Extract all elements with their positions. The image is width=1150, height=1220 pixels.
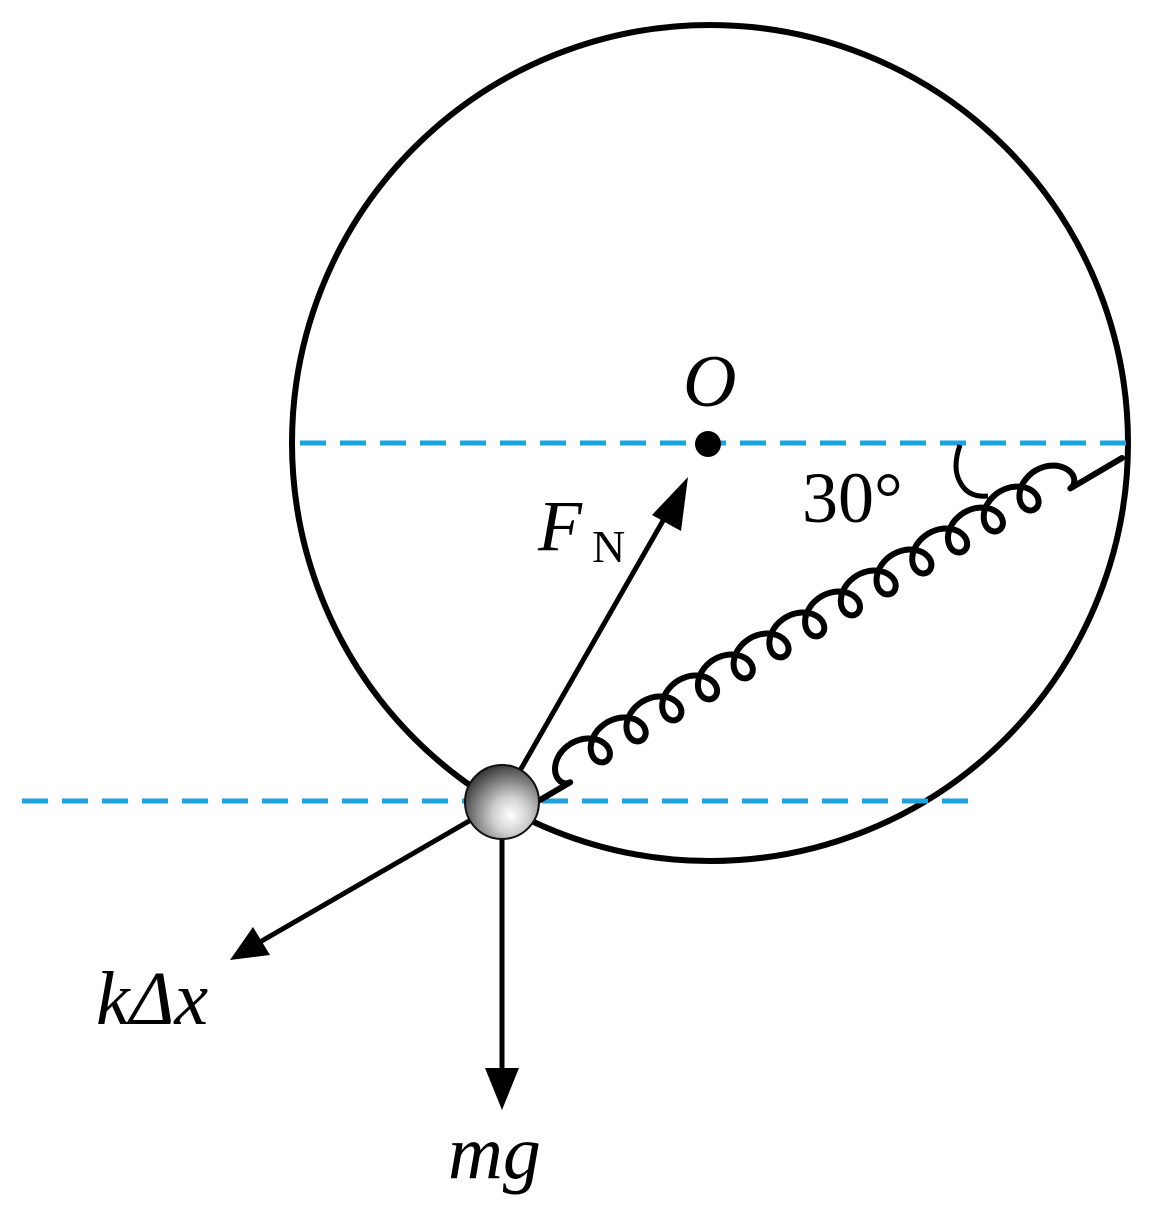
weight-label: mg [448, 1111, 541, 1195]
normal-force-label: F [537, 486, 583, 566]
normal-force-arrowhead [652, 477, 688, 531]
spring [537, 455, 1125, 803]
center-point [695, 431, 721, 457]
circular-track [289, 22, 1131, 864]
spring-force-arrow [258, 799, 504, 945]
ball [464, 764, 540, 840]
normal-force-arrow [499, 503, 675, 804]
center-label: O [683, 341, 736, 423]
normal-force-subscript: N [592, 521, 625, 572]
weight-arrowhead [485, 1068, 519, 1110]
spring-force-label: kΔx [96, 957, 208, 1041]
spring-force-arrowhead [230, 927, 270, 960]
angle-brace [953, 444, 989, 499]
angle-label: 30° [802, 458, 903, 538]
